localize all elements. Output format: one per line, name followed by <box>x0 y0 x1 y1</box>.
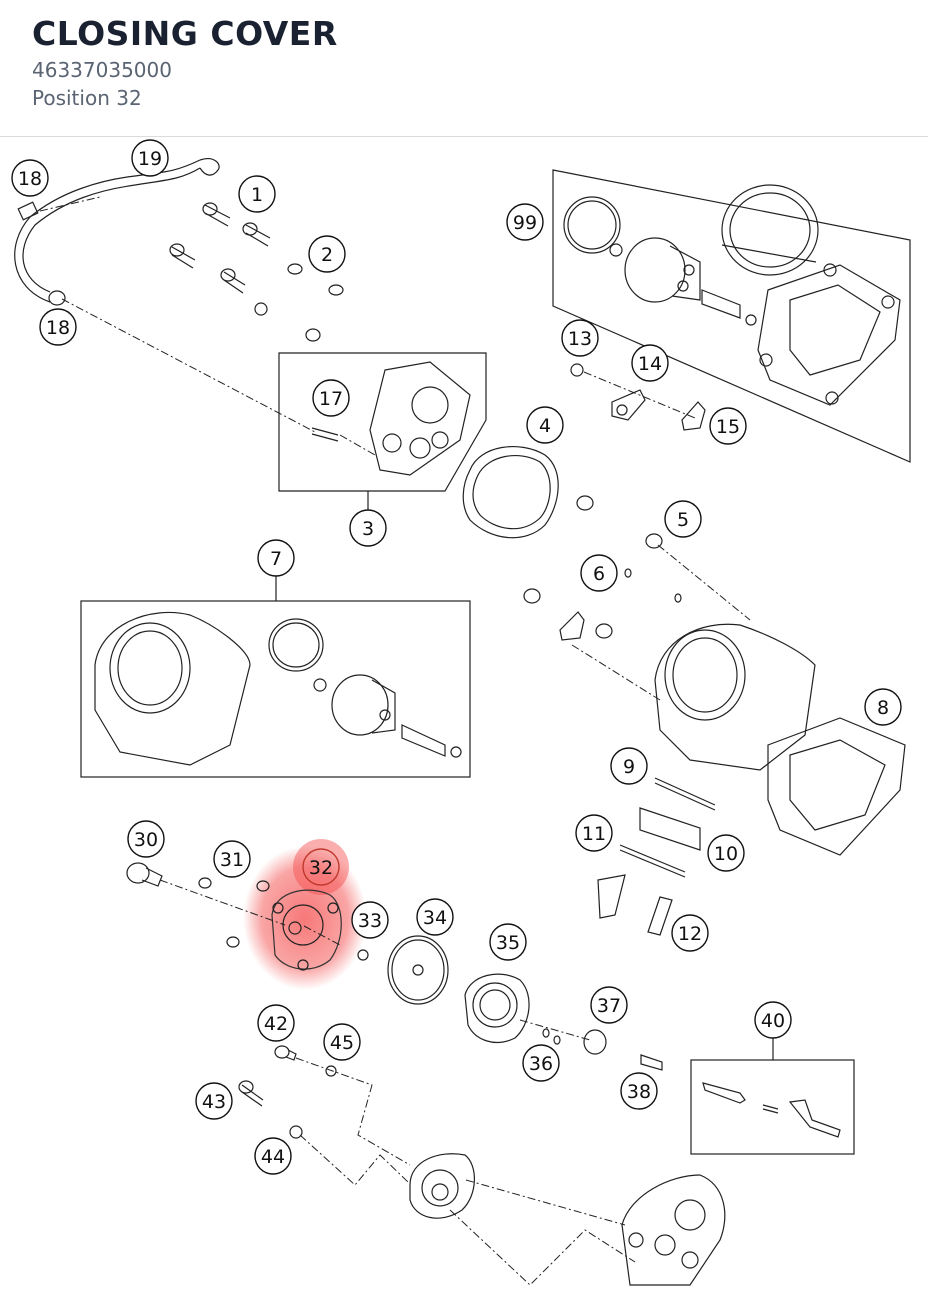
callout-30[interactable]: 30 <box>127 820 165 858</box>
closing-cover <box>271 889 342 970</box>
callout-4[interactable]: 4 <box>526 406 564 444</box>
svg-text:18: 18 <box>18 168 42 190</box>
callout-43[interactable]: 43 <box>195 1082 233 1120</box>
svg-text:9: 9 <box>623 756 635 778</box>
callout-2[interactable]: 2 <box>308 235 346 273</box>
svg-text:7: 7 <box>270 548 282 570</box>
coolant-hose <box>14 158 220 306</box>
svg-text:1: 1 <box>251 184 263 206</box>
callout-10[interactable]: 10 <box>707 834 745 872</box>
svg-text:13: 13 <box>568 328 592 350</box>
svg-text:3: 3 <box>362 518 374 540</box>
svg-text:18: 18 <box>46 317 70 339</box>
page-title: CLOSING COVER <box>32 14 338 53</box>
callout-31[interactable]: 31 <box>213 840 251 878</box>
cylinder-head-box <box>278 352 487 492</box>
callout-45[interactable]: 45 <box>323 1023 361 1061</box>
callout-37[interactable]: 37 <box>590 986 628 1024</box>
svg-text:5: 5 <box>677 509 689 531</box>
svg-text:10: 10 <box>714 843 738 865</box>
callout-14[interactable]: 14 <box>631 344 669 382</box>
svg-text:33: 33 <box>358 910 382 932</box>
callout-40[interactable]: 40 <box>754 1001 792 1039</box>
svg-text:17: 17 <box>319 388 343 410</box>
callout-11[interactable]: 11 <box>575 814 613 852</box>
svg-text:44: 44 <box>261 1146 285 1168</box>
svg-text:4: 4 <box>539 415 551 437</box>
cylinder-kit-box <box>80 600 471 778</box>
callout-42[interactable]: 42 <box>257 1004 295 1042</box>
part-number: 46337035000 <box>32 58 172 82</box>
svg-text:45: 45 <box>330 1032 354 1054</box>
svg-text:15: 15 <box>716 416 740 438</box>
svg-text:31: 31 <box>220 849 244 871</box>
svg-text:2: 2 <box>321 244 333 266</box>
callout-36[interactable]: 36 <box>522 1044 560 1082</box>
bolts <box>169 202 344 342</box>
callout-9[interactable]: 9 <box>610 747 648 785</box>
callout-35[interactable]: 35 <box>489 923 527 961</box>
svg-text:99: 99 <box>513 212 537 234</box>
position-label: Position 32 <box>32 86 142 110</box>
bottom-assembly <box>238 1045 726 1286</box>
callout-44[interactable]: 44 <box>254 1137 292 1175</box>
svg-text:11: 11 <box>582 823 606 845</box>
valve-box <box>690 1059 855 1155</box>
svg-text:32: 32 <box>309 857 333 879</box>
piston-kit-box <box>552 169 911 463</box>
callout-17[interactable]: 17 <box>312 379 350 417</box>
callout-34[interactable]: 34 <box>416 898 454 936</box>
callout-19[interactable]: 19 <box>131 139 169 177</box>
cylinder <box>523 533 906 936</box>
callout-5[interactable]: 5 <box>664 500 702 538</box>
svg-text:14: 14 <box>638 353 662 375</box>
diaphragm-and-housing <box>387 935 663 1071</box>
closing-cover-parts <box>126 862 369 971</box>
callout-33[interactable]: 33 <box>351 901 389 939</box>
svg-text:37: 37 <box>597 995 621 1017</box>
callout-6[interactable]: 6 <box>580 554 618 592</box>
callout-7[interactable]: 7 <box>257 539 295 577</box>
callout-13[interactable]: 13 <box>561 319 599 357</box>
callout-99[interactable]: 99 <box>506 203 544 241</box>
callout-12[interactable]: 12 <box>671 914 709 952</box>
svg-text:42: 42 <box>264 1013 288 1035</box>
svg-text:6: 6 <box>593 563 605 585</box>
svg-text:40: 40 <box>761 1010 785 1032</box>
leader-lines <box>39 196 751 1286</box>
svg-text:36: 36 <box>529 1053 553 1075</box>
svg-text:19: 19 <box>138 148 162 170</box>
svg-text:43: 43 <box>202 1091 226 1113</box>
svg-text:34: 34 <box>423 907 447 929</box>
svg-text:35: 35 <box>496 932 520 954</box>
svg-text:38: 38 <box>627 1081 651 1103</box>
callout-32[interactable]: 32 <box>302 848 340 886</box>
callout-18-bottom[interactable]: 18 <box>39 308 77 346</box>
callout-3[interactable]: 3 <box>349 509 387 547</box>
callout-18-top[interactable]: 18 <box>11 159 49 197</box>
head-gasket <box>462 446 594 539</box>
callout-8[interactable]: 8 <box>864 688 902 726</box>
callout-1[interactable]: 1 <box>238 175 276 213</box>
header: CLOSING COVER 46337035000 Position 32 <box>0 0 928 137</box>
callout-15[interactable]: 15 <box>709 407 747 445</box>
exploded-parts-diagram: 18 19 1 2 18 99 13 14 15 17 4 3 5 6 7 8 … <box>11 139 911 1286</box>
svg-text:8: 8 <box>877 697 889 719</box>
callout-38[interactable]: 38 <box>620 1072 658 1110</box>
svg-text:12: 12 <box>678 923 702 945</box>
svg-text:30: 30 <box>134 829 158 851</box>
highlight-area <box>243 839 367 990</box>
clamp-parts <box>570 363 706 431</box>
